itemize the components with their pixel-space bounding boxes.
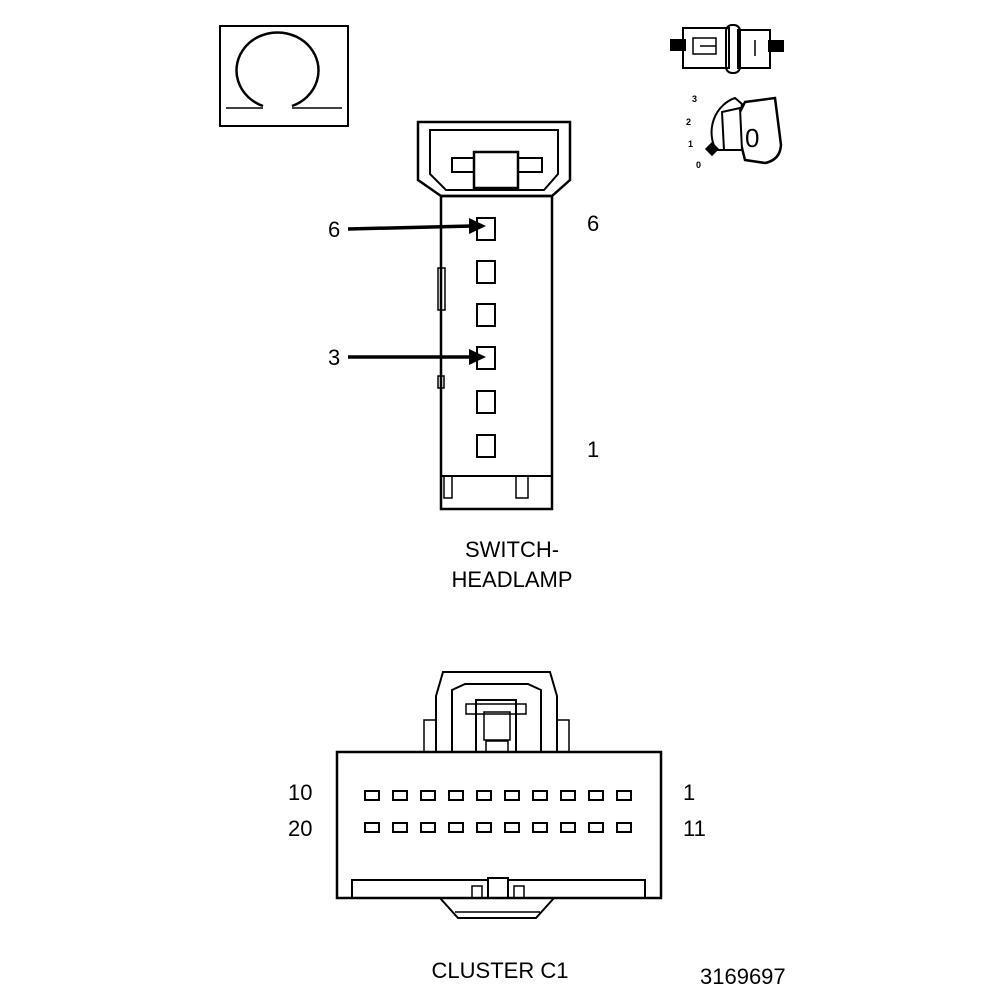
callout-label-6: 6 <box>328 217 340 242</box>
rotary-position-1: 1 <box>688 139 693 149</box>
rotary-key-switch-icon: 3 2 1 0 0 <box>686 94 783 170</box>
headlamp-switch-connector <box>347 120 572 511</box>
cluster-caption: CLUSTER C1 <box>432 958 569 983</box>
rotary-key-label: 0 <box>745 123 759 153</box>
rotary-position-2: 2 <box>686 117 691 127</box>
headlamp-caption-line1: SWITCH- <box>465 537 559 562</box>
headlamp-cavity-4 <box>476 303 496 327</box>
cluster-c1-connector <box>335 671 663 919</box>
headlamp-cavity-2 <box>476 390 496 414</box>
callout-label-3: 3 <box>328 345 340 370</box>
callout-arrow-6 <box>347 218 486 234</box>
headlamp-cavity-5 <box>476 260 496 284</box>
omega-symbol-icon <box>219 25 349 127</box>
rotary-position-0: 0 <box>696 160 701 170</box>
cluster-cavity-row-bottom <box>364 822 632 833</box>
headlamp-cavity-6 <box>476 217 496 241</box>
callout-arrow-3 <box>348 349 486 365</box>
headlamp-pin-label-bottom: 1 <box>587 437 599 462</box>
headlamp-pin-label-top: 6 <box>587 211 599 236</box>
cluster-pin-label-10: 10 <box>288 780 312 805</box>
cluster-pin-label-1: 1 <box>683 780 695 805</box>
cluster-pin-label-20: 20 <box>288 816 312 841</box>
figure-number: 3169697 <box>700 964 786 989</box>
switch-plug-icon <box>670 24 784 74</box>
cluster-pin-label-11: 11 <box>683 816 706 841</box>
rotary-position-3: 3 <box>692 94 697 104</box>
cluster-cavity-row-top <box>364 790 632 801</box>
headlamp-cavity-1 <box>476 434 496 458</box>
headlamp-caption-line2: HEADLAMP <box>451 567 572 592</box>
